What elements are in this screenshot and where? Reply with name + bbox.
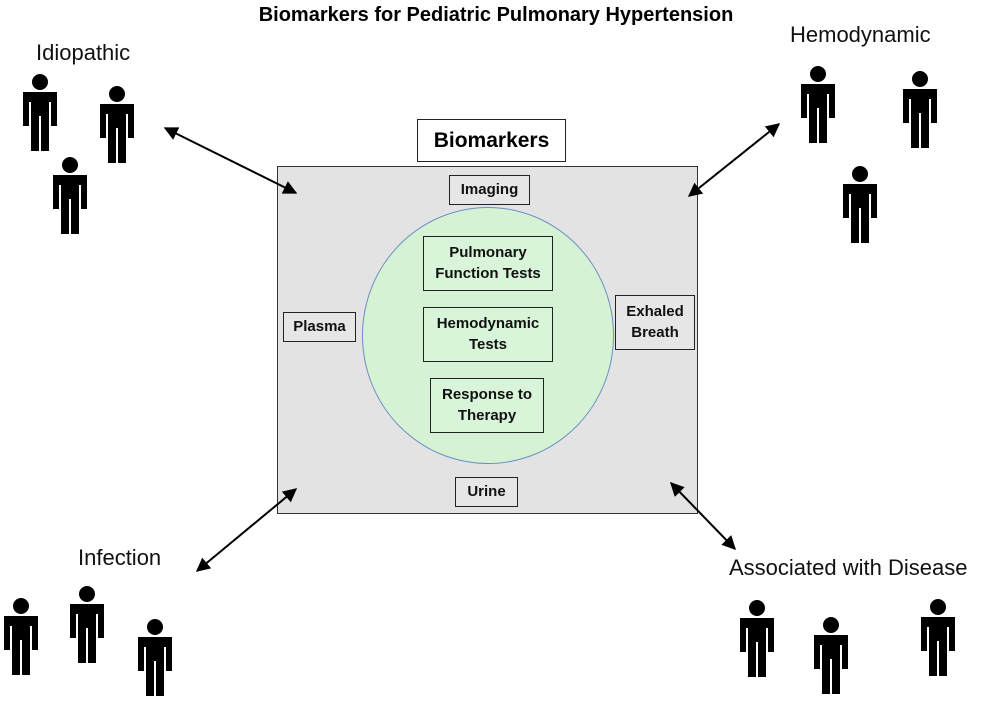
imaging-label: Imaging [460, 180, 519, 198]
person-icon [740, 600, 774, 677]
pulmonary-function-label: Pulmonary Function Tests [435, 244, 541, 282]
response-to-therapy-box: Response to Therapy [430, 378, 544, 433]
arrow-infection [195, 488, 298, 572]
group-label-idiopathic: Idiopathic [36, 40, 131, 65]
plasma-label: Plasma [293, 317, 346, 335]
group-label-associated: Associated with Disease [729, 555, 968, 580]
person-icon [903, 71, 937, 148]
biomarkers-header: Biomarkers [417, 119, 566, 162]
person-icon [814, 617, 848, 694]
person-icon [23, 74, 57, 151]
person-icon [138, 619, 172, 696]
exhaled-breath-box: Exhaled Breath [615, 295, 695, 350]
plasma-box: Plasma [283, 312, 356, 342]
exhaled-breath-label: Exhaled Breath [626, 303, 684, 341]
person-icon [921, 599, 955, 676]
pulmonary-function-box: Pulmonary Function Tests [423, 236, 553, 291]
group-label-infection: Infection [78, 545, 162, 570]
biomarkers-header-label: Biomarkers [433, 128, 550, 152]
hemodynamic-tests-box: Hemodynamic Tests [423, 307, 553, 362]
urine-box: Urine [455, 477, 518, 507]
response-to-therapy-label: Response to Therapy [441, 386, 532, 424]
person-icon [843, 166, 877, 243]
imaging-box: Imaging [449, 175, 530, 205]
hemodynamic-tests-label: Hemodynamic Tests [436, 315, 540, 353]
arrow-associated [670, 481, 736, 551]
diagram-title: Biomarkers for Pediatric Pulmonary Hyper… [258, 4, 734, 26]
person-icon [4, 598, 38, 675]
group-label-hemodynamic: Hemodynamic [790, 22, 931, 47]
person-icon [70, 586, 104, 663]
person-icon [801, 66, 835, 143]
person-icon [53, 157, 87, 234]
urine-label: Urine [467, 482, 506, 500]
arrow-idiopathic [163, 127, 298, 194]
person-icon [100, 86, 134, 163]
arrow-hemodynamic [687, 123, 781, 197]
